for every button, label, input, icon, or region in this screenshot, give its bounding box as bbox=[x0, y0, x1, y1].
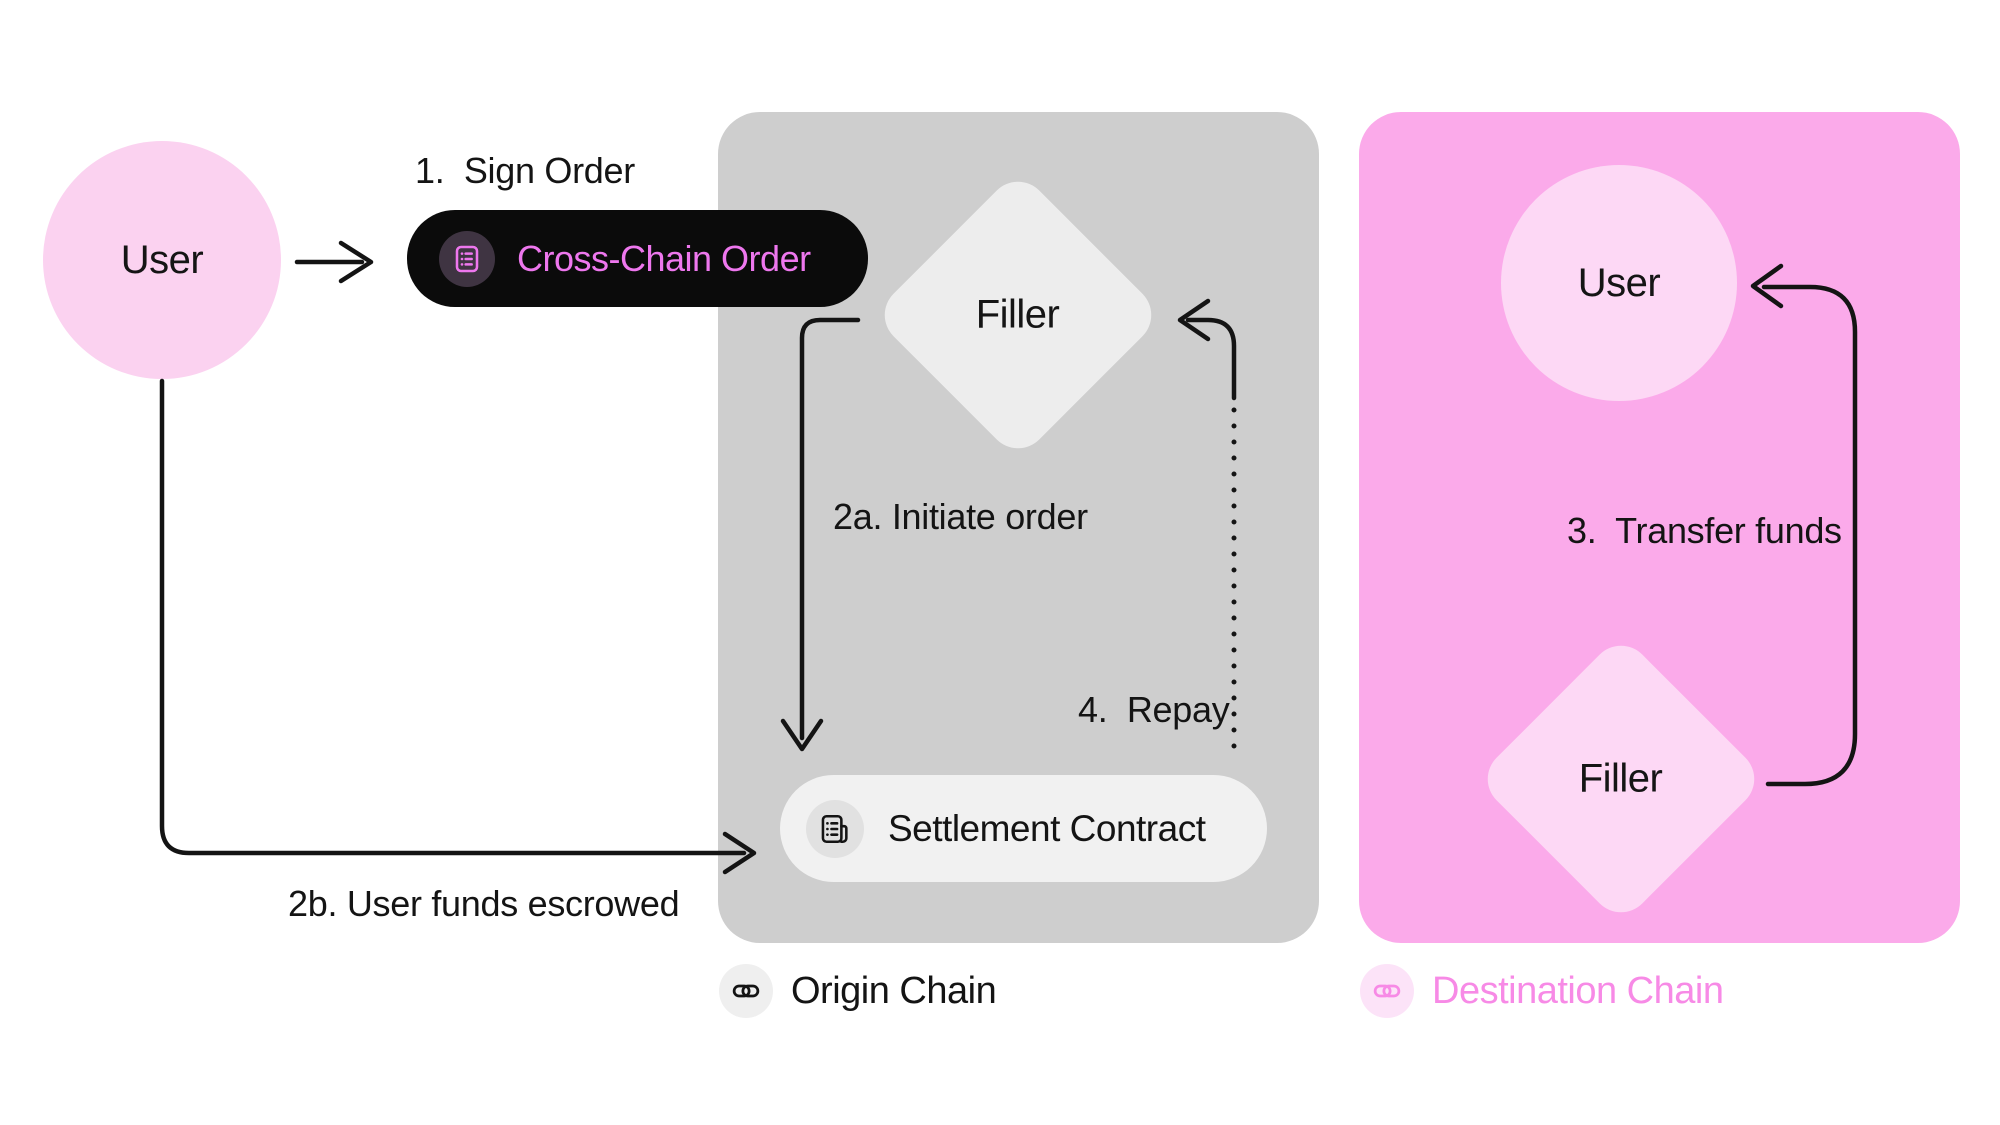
settlement-contract-pill: Settlement Contract bbox=[780, 775, 1267, 882]
step3-transfer-funds-label: 3. Transfer funds bbox=[1567, 510, 1842, 551]
filler-origin-label: Filler bbox=[976, 292, 1060, 337]
step2a-initiate-order-label: 2a. Initiate order bbox=[833, 496, 1088, 537]
destination-chain-caption: Destination Chain bbox=[1360, 964, 1724, 1018]
cross-chain-order-pill: Cross-Chain Order bbox=[407, 210, 868, 307]
user-node-left: User bbox=[43, 141, 281, 379]
step1-sign-order-label: 1. Sign Order bbox=[415, 150, 635, 191]
cross-chain-order-label: Cross-Chain Order bbox=[517, 237, 811, 279]
filler-dest-label: Filler bbox=[1579, 756, 1663, 801]
user-dest-label: User bbox=[1577, 260, 1661, 305]
step2b-funds-escrowed-label: 2b. User funds escrowed bbox=[288, 883, 680, 924]
step4-repay-label: 4. Repay bbox=[1078, 689, 1230, 730]
origin-chain-label: Origin Chain bbox=[791, 969, 997, 1012]
settlement-newspaper-icon bbox=[806, 799, 864, 858]
user-node-destination: User bbox=[1501, 165, 1737, 401]
settlement-contract-label: Settlement Contract bbox=[888, 807, 1206, 849]
arrow-funds-escrowed bbox=[159, 378, 747, 856]
destination-chain-label: Destination Chain bbox=[1432, 969, 1724, 1012]
user-left-label: User bbox=[120, 237, 204, 282]
destination-chain-link-icon bbox=[1360, 964, 1414, 1018]
origin-chain-link-icon bbox=[719, 964, 773, 1018]
order-list-icon bbox=[439, 230, 495, 287]
origin-chain-caption: Origin Chain bbox=[719, 964, 997, 1018]
arrowhead-sign-order bbox=[338, 240, 374, 284]
